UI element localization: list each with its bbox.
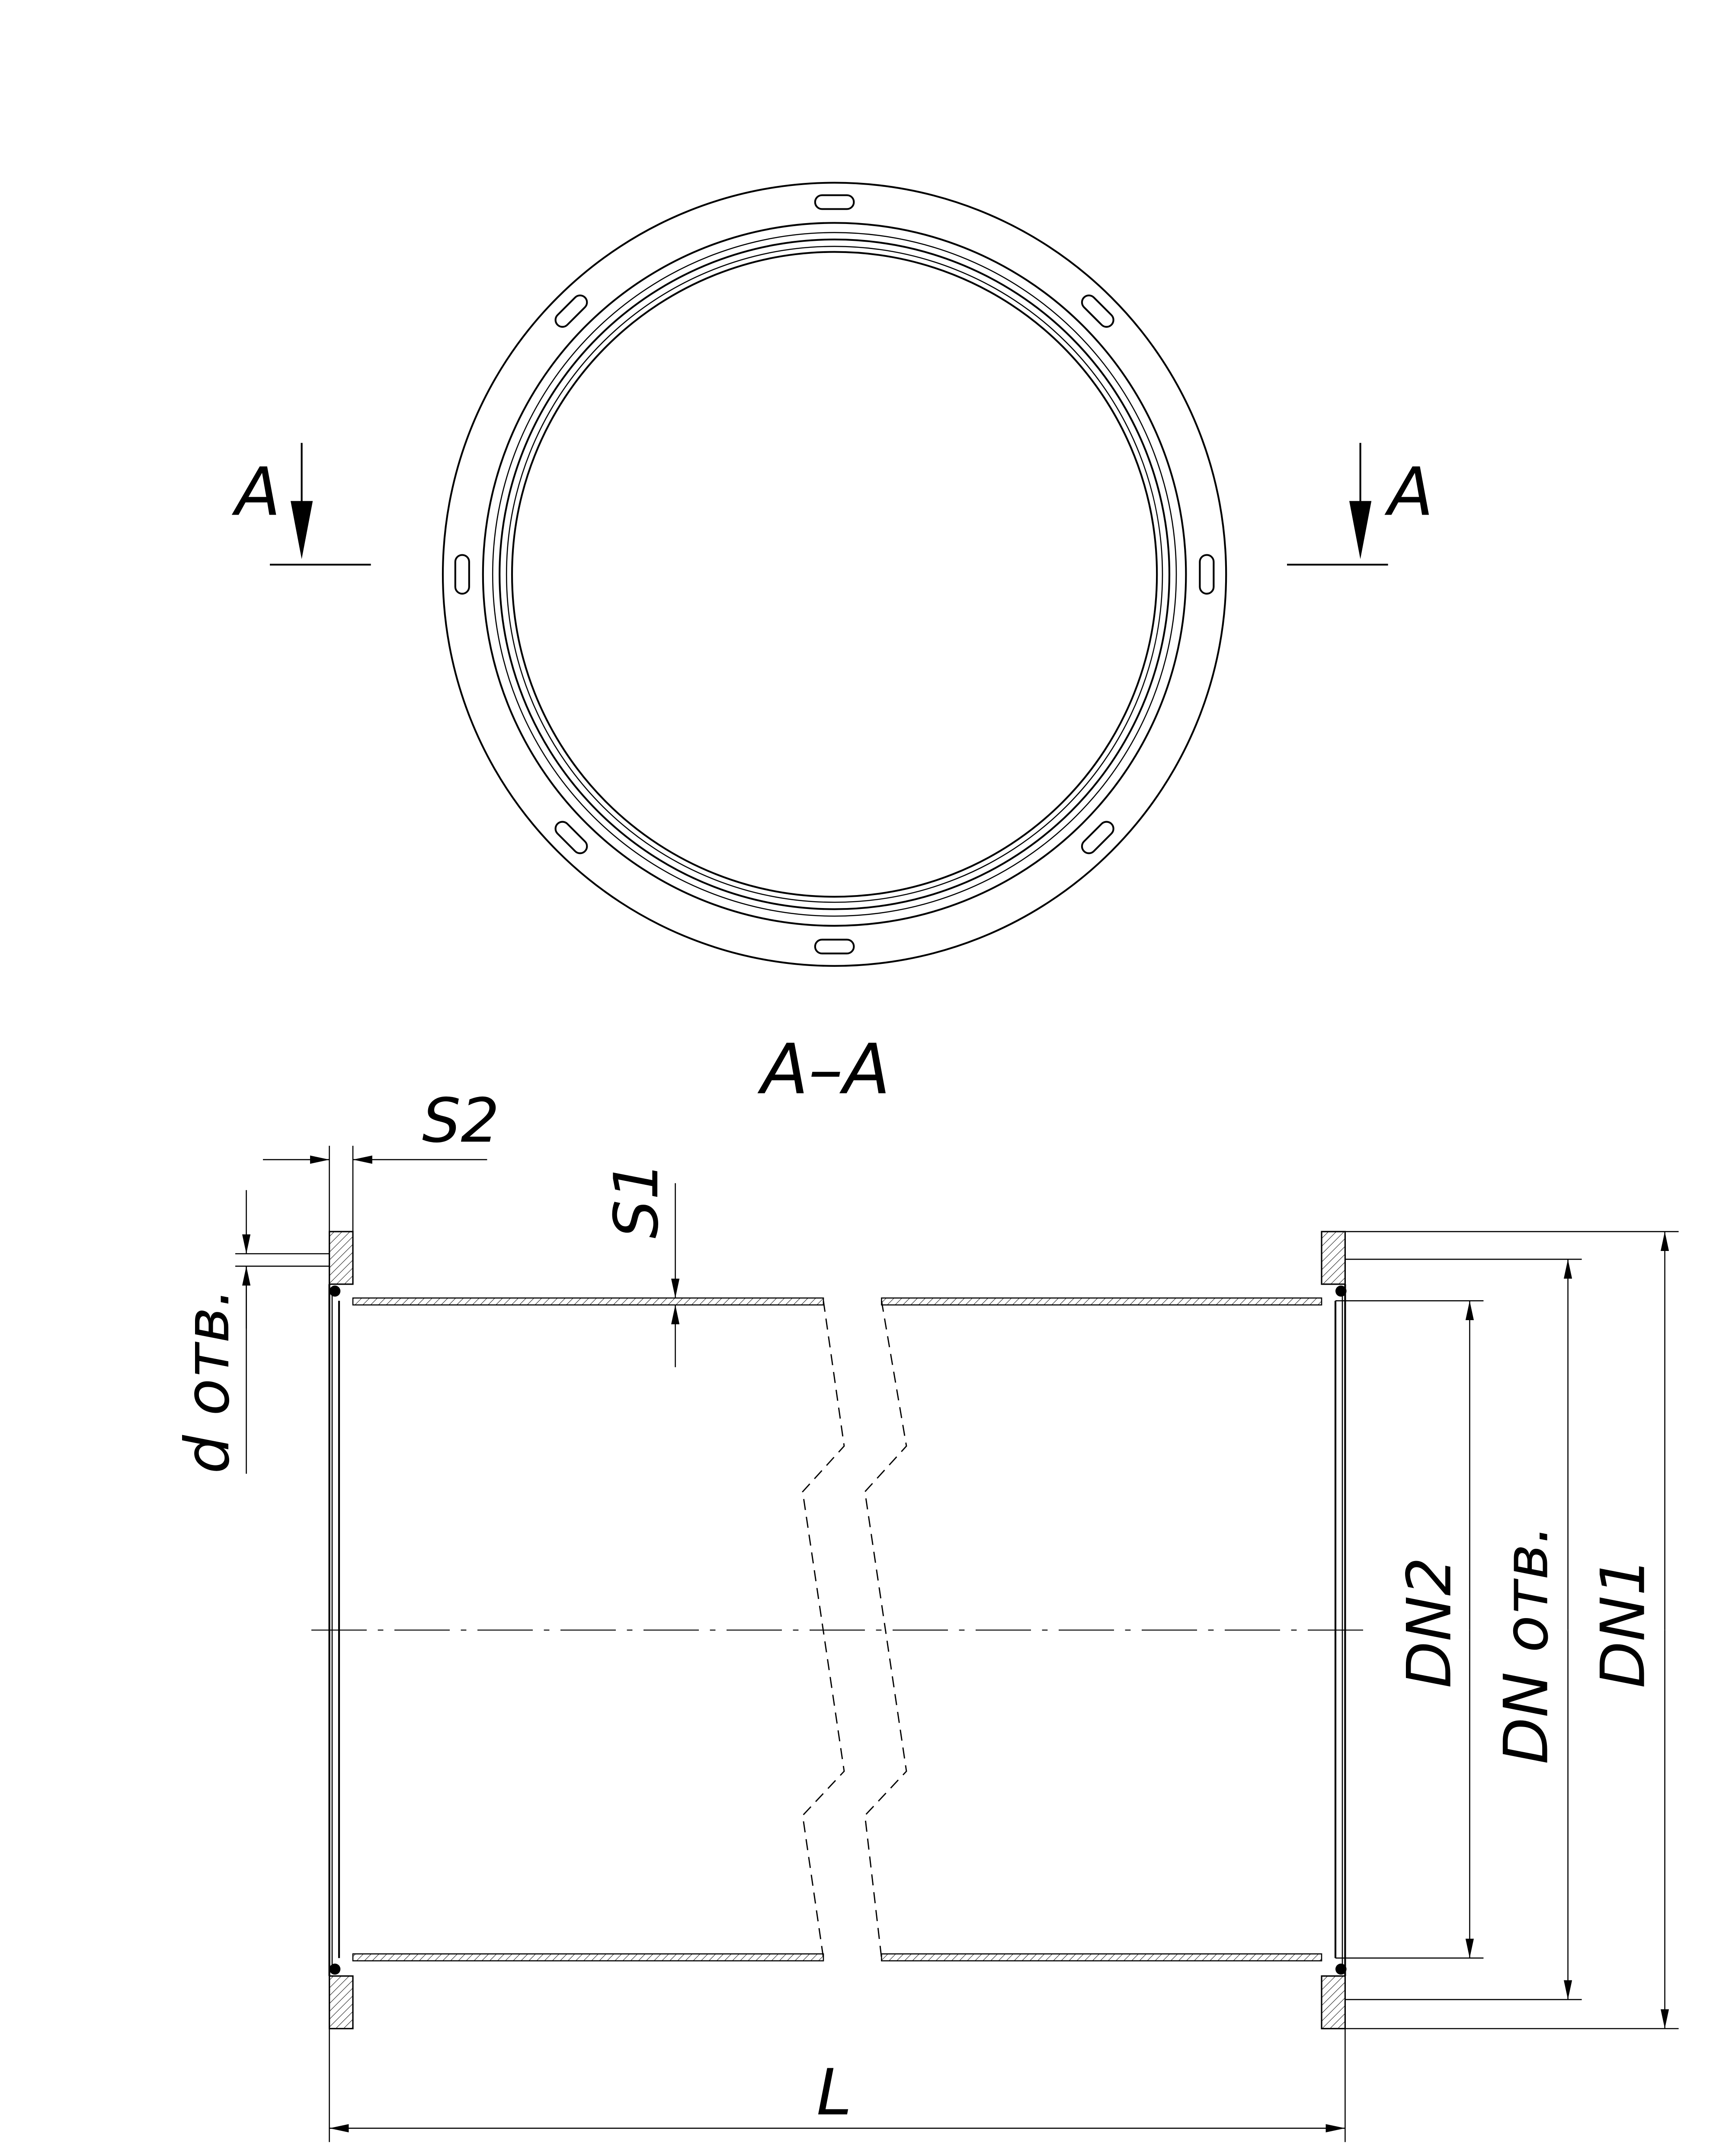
dimension-dn1: DN1	[1345, 1231, 1679, 2029]
bolt-slot	[814, 938, 855, 955]
dn2-label: DN2	[1394, 1557, 1465, 1688]
right-flange-top	[1321, 1231, 1346, 1285]
section-mark-left: A	[231, 443, 371, 566]
section-mark-right: A	[1287, 443, 1434, 566]
dimension-s1: S1	[601, 1161, 680, 1367]
bolt-slot	[1081, 821, 1114, 854]
dimension-s2: S2	[263, 1085, 499, 1232]
bolt-slot	[554, 821, 588, 854]
section-title: A–A	[757, 1029, 890, 1110]
flange-top-view	[442, 182, 1227, 967]
flange-outer-edge	[442, 182, 1227, 967]
dimension-length: L	[329, 2028, 1346, 2142]
dn-hole-label: DN отв.	[1491, 1525, 1562, 1764]
left-flange-bottom	[329, 1975, 354, 2029]
d-hole-label: d отв.	[172, 1288, 243, 1474]
flange-inner-edge	[482, 222, 1187, 927]
bolt-slot	[1199, 554, 1215, 595]
break-line-right	[864, 1300, 907, 1958]
s2-label: S2	[422, 1085, 499, 1156]
dimension-dn-hole: DN отв.	[1345, 1258, 1582, 2000]
bolt-slot	[1081, 294, 1114, 328]
bolt-slot	[554, 294, 588, 328]
bolt-slot	[454, 554, 470, 595]
s1-label: S1	[601, 1161, 672, 1238]
pipe-section	[311, 1231, 1363, 2029]
dimension-dn2: DN2	[1335, 1300, 1484, 1959]
section-label-left: A	[231, 454, 281, 531]
section-label-right: A	[1384, 454, 1434, 531]
break-line-left	[802, 1300, 845, 1958]
dimension-d-hole: d отв.	[172, 1190, 330, 1474]
length-label: L	[816, 2055, 852, 2130]
bolt-slot	[814, 194, 855, 210]
dn1-label: DN1	[1588, 1557, 1659, 1688]
right-flange-bottom	[1321, 1975, 1346, 2029]
bolt-slots	[454, 194, 1215, 955]
left-flange-top	[329, 1231, 354, 1285]
pipe-bore	[511, 251, 1158, 898]
